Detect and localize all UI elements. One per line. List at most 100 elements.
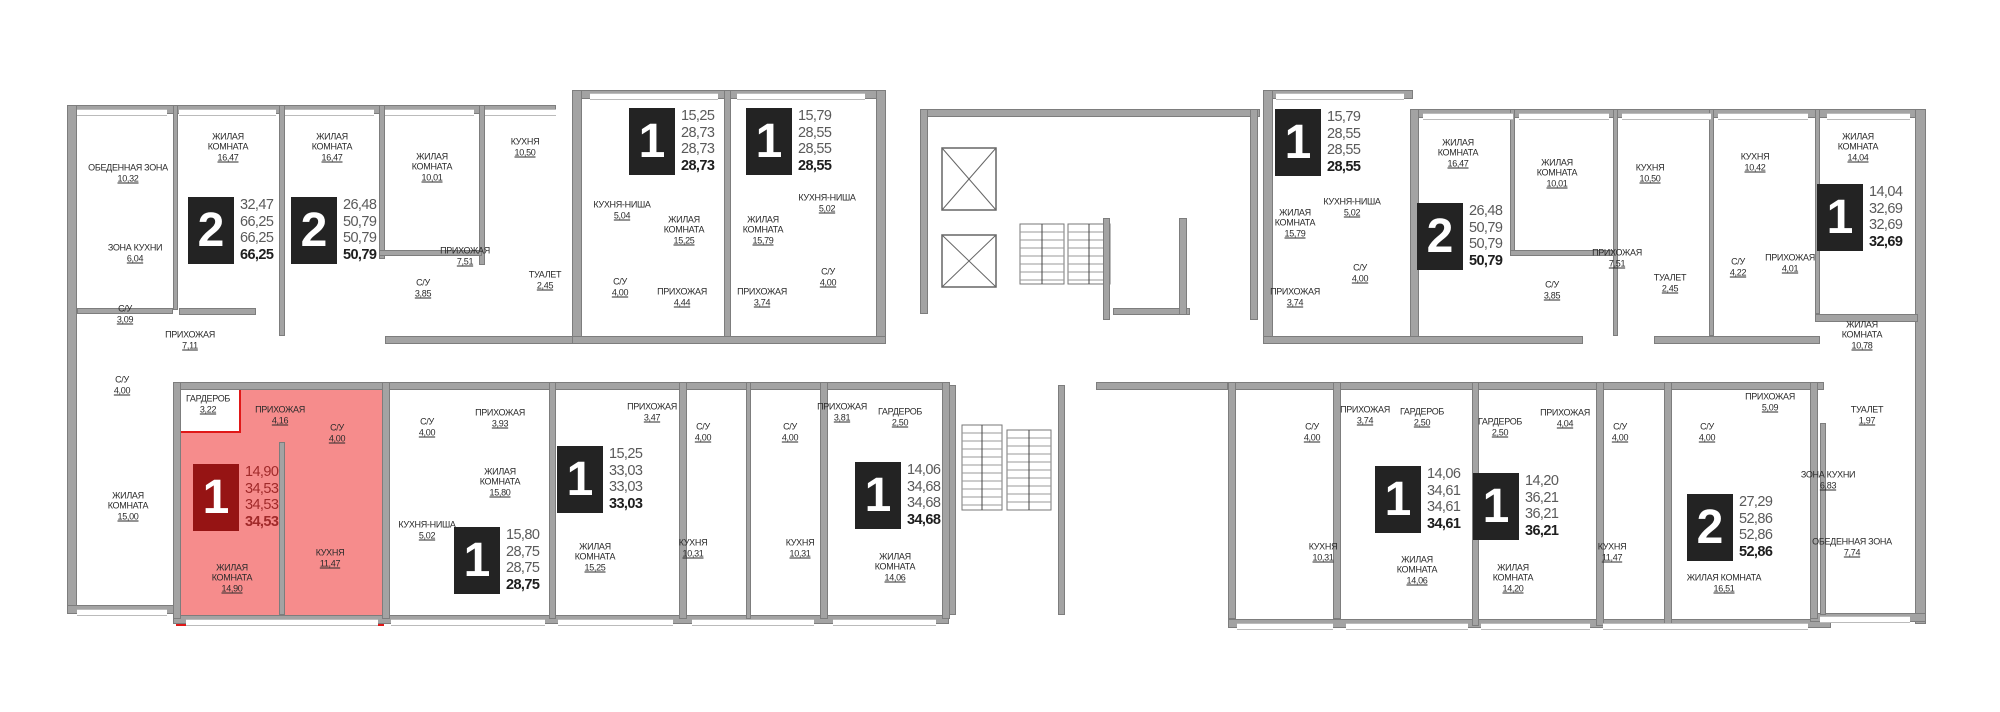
room-count-badge[interactable]: 2: [1687, 494, 1733, 561]
room-count-badge[interactable]: 1: [629, 108, 675, 175]
window: [76, 108, 167, 116]
room-count-badge[interactable]: 1: [855, 462, 901, 529]
room-count-badge[interactable]: 1: [1275, 109, 1321, 176]
wall: [1810, 382, 1818, 620]
room-name: КУХНЯ: [785, 537, 815, 548]
room-name: ПРИХОЖАЯ: [1765, 252, 1815, 263]
room-name: ЖИЛАЯ КОМНАТА: [574, 541, 616, 562]
room-name: КУХНЯ: [315, 547, 345, 558]
apartment-area-value: 50,79: [343, 230, 377, 246]
apartment-area-value: 28,55: [1327, 142, 1361, 158]
room-count-badge[interactable]: 1: [557, 446, 603, 513]
room-area: 10,32: [117, 173, 139, 184]
room-count-badge[interactable]: 1: [454, 527, 500, 594]
apartment-area-value: 34,53: [245, 497, 279, 513]
room-name: КУХНЯ-НИША: [1323, 196, 1381, 207]
room-count-badge[interactable]: 1: [1817, 184, 1863, 251]
wall: [379, 249, 483, 257]
wall: [571, 335, 886, 344]
room-area: 4,00: [781, 432, 799, 443]
room-name: ГАРДЕРОБ: [185, 393, 231, 404]
wall: [1228, 382, 1825, 390]
room-area: 5,09: [1761, 402, 1779, 413]
room-area: 10,31: [682, 548, 704, 559]
wall: [1815, 314, 1918, 322]
room-area: 7,11: [182, 340, 198, 351]
room-name: С/У: [613, 276, 627, 287]
room-name: С/У: [1353, 262, 1367, 273]
room-name: ЖИЛАЯ КОМНАТА: [207, 131, 249, 152]
apartment-area-value: 15,79: [1327, 109, 1361, 125]
room-count-badge[interactable]: 2: [188, 197, 234, 264]
apartment-area-value: 15,25: [609, 446, 643, 462]
room-count-badge[interactable]: 1: [1375, 466, 1421, 533]
room-count-badge[interactable]: 1: [746, 108, 792, 175]
room-count-badge[interactable]: 1: [1473, 473, 1519, 540]
room-name: ГАРДЕРОБ: [1477, 416, 1523, 427]
room-area: 16,47: [321, 152, 343, 163]
room-name: ОБЕДЕННАЯ ЗОНА: [88, 162, 168, 173]
room-name: ЗОНА КУХНИ: [107, 242, 163, 253]
room-name: ЖИЛАЯ КОМНАТА: [1536, 157, 1578, 178]
room-count-badge[interactable]: 1: [193, 464, 239, 531]
room-area: 5,02: [1343, 207, 1361, 218]
apartment-area-value: 34,68: [907, 495, 941, 511]
room-area: 15,00: [117, 511, 139, 522]
room-name: ПРИХОЖАЯ: [1540, 407, 1590, 418]
room-area: 14,06: [884, 572, 906, 583]
room-area: 10,01: [1546, 178, 1568, 189]
elevator-shaft: [941, 147, 997, 211]
window: [589, 93, 718, 101]
window: [692, 618, 815, 626]
apartment-area-value: 66,25: [240, 213, 274, 230]
room-area: 4,00: [418, 427, 436, 438]
room-area: 1,97: [1858, 415, 1876, 426]
room-name: КУХНЯ: [1740, 151, 1770, 162]
room-name: С/У: [783, 421, 797, 432]
wall: [1112, 307, 1190, 316]
room-count-badge[interactable]: 2: [1417, 203, 1463, 270]
room-count-badge[interactable]: 2: [291, 197, 337, 264]
room-name: С/У: [115, 374, 129, 385]
room-name: С/У: [696, 421, 710, 432]
